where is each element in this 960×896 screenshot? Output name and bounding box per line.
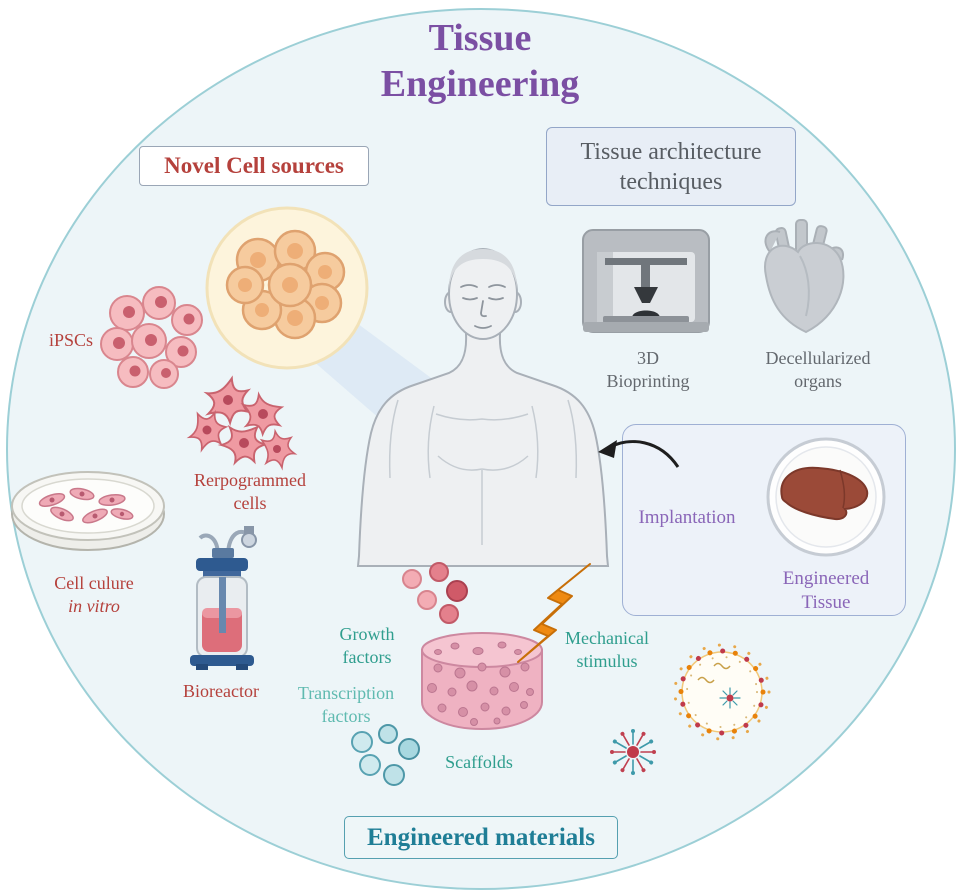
reprogrammed-cells-label: Rerpogrammed cells [194, 470, 306, 514]
mechanical-stimulus-label: Mechanical stimulus [565, 628, 649, 672]
scaffolds-label: Scaffolds [445, 752, 513, 772]
ipscs-label: iPSCs [48, 330, 94, 350]
engineered-materials-label: Engineered materials [367, 823, 595, 851]
implantation-arrow [598, 440, 680, 468]
bioreactor-vessel [190, 526, 257, 670]
novel-cell-sources-label: Novel Cell sources [164, 152, 344, 178]
title-line-1: Tissue [428, 17, 532, 59]
decellularized-heart [763, 219, 845, 334]
face-features [460, 284, 506, 329]
mini-micelle [719, 687, 741, 709]
growth-factor-molecules [402, 562, 468, 624]
liposome [673, 643, 771, 741]
growth-factors-label: Growth factors [339, 624, 395, 668]
scaffold-cylinder [421, 632, 543, 731]
ipsc-cells [100, 286, 203, 389]
tissue-architecture-box: Tissue architecture techniques [546, 127, 796, 206]
liver-tissue [780, 466, 869, 521]
implantation-label: Implantation [638, 507, 736, 528]
micelle [610, 729, 656, 775]
printer-3d [582, 229, 710, 333]
reprogrammed-cells [180, 373, 302, 474]
lightning-bolt-icon [517, 563, 591, 663]
tissue-architecture-label: Tissue architecture techniques [580, 138, 762, 195]
engineered-tissue-label: Engineered Tissue [782, 568, 870, 614]
cell-colony-magnified [205, 206, 369, 370]
transcription-factors-label: Transcription factors [297, 683, 395, 727]
torso-contours [388, 399, 578, 545]
human-figure [356, 248, 610, 567]
engineered-tissue-dish [766, 437, 886, 557]
engineered-materials-box: Engineered materials [344, 816, 618, 859]
title-line-2: Engineering [380, 62, 580, 105]
novel-cell-sources-box: Novel Cell sources [139, 146, 369, 186]
cell-culture-label: Cell culure in vitro [54, 573, 134, 617]
bioreactor-label: Bioreactor [183, 681, 259, 701]
petri-dish [11, 471, 165, 551]
decellularized-organs-label: Decellularized organs [765, 348, 871, 392]
page-title: Tissue Engineering [381, 16, 579, 107]
bioprinting-label: 3D Bioprinting [606, 348, 690, 392]
transcription-factor-molecules [351, 724, 420, 786]
